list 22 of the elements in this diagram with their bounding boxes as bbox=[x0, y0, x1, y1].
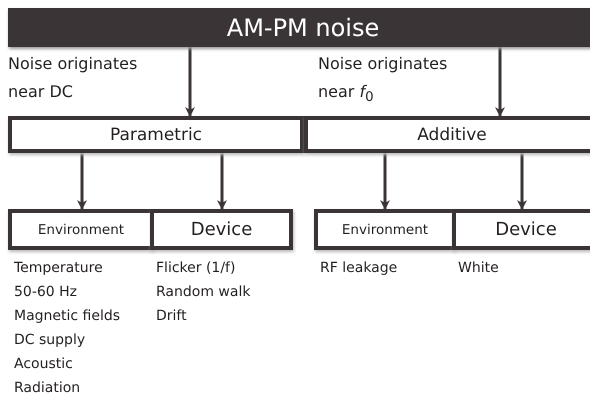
list-item: 50-60 Hz bbox=[14, 283, 78, 302]
arrow bbox=[495, 47, 505, 117]
category-box: Additive bbox=[304, 116, 590, 153]
edge-label: Noise originates near DC bbox=[8, 53, 138, 103]
list-item: Flicker (1/f) bbox=[156, 259, 236, 278]
arrow bbox=[77, 153, 87, 210]
list-item: Radiation bbox=[14, 379, 80, 398]
arrow bbox=[380, 153, 390, 210]
title-bar: AM-PM noise bbox=[8, 8, 590, 47]
arrow bbox=[185, 47, 195, 117]
category-box: Parametric bbox=[8, 116, 304, 153]
list-item: DC supply bbox=[14, 331, 86, 350]
list-item: RF leakage bbox=[320, 259, 398, 278]
list-item: Temperature bbox=[14, 259, 103, 278]
list-item: Acoustic bbox=[14, 355, 73, 374]
edge-label: Noise originates near f$_{0}$ bbox=[318, 53, 448, 108]
list-item: White bbox=[458, 259, 499, 278]
arrow bbox=[217, 153, 227, 210]
list-item: Magnetic fields bbox=[14, 307, 120, 326]
arrow bbox=[517, 153, 527, 210]
list-item: Drift bbox=[156, 307, 187, 326]
list-item: Random walk bbox=[156, 283, 250, 302]
